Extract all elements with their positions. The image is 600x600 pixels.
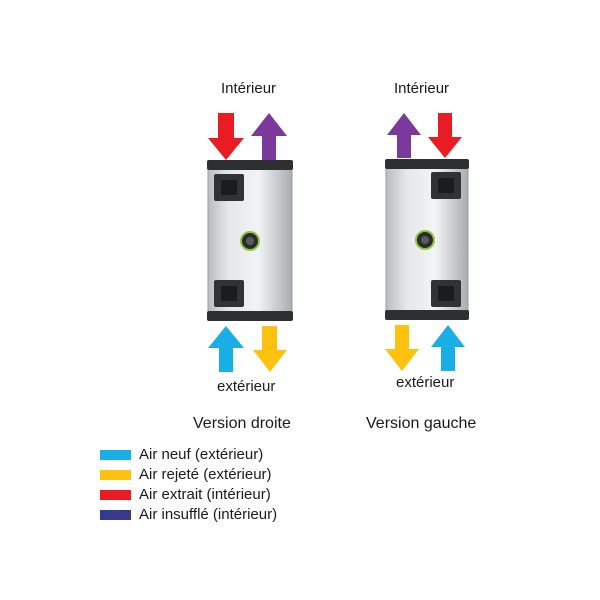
legend-label-air-rejete: Air rejeté (extérieur): [139, 466, 272, 483]
unit-right-center-dot: [421, 236, 429, 244]
unit-right: [385, 113, 469, 371]
arrow-air-neuf-right: [431, 325, 465, 371]
unit-left-top-cap: [207, 160, 293, 170]
unit-right-top-cap: [385, 159, 469, 169]
legend-swatch-air-rejete: [100, 470, 131, 480]
legend-swatch-air-insuffle: [100, 510, 131, 520]
right-bottom-label: extérieur: [396, 374, 455, 391]
left-bottom-label: extérieur: [217, 378, 276, 395]
legend-swatch-air-extrait: [100, 490, 131, 500]
legend-item-air-rejete: Air rejeté (extérieur): [100, 466, 272, 484]
unit-left-center-dot: [246, 237, 254, 245]
arrow-air-extrait-left: [208, 113, 244, 160]
unit-left-top-port-inner: [221, 180, 237, 195]
legend-item-air-neuf: Air neuf (extérieur): [100, 446, 263, 464]
arrow-air-rejete-left: [253, 326, 287, 372]
unit-right-bottom-port-inner: [438, 286, 454, 301]
arrow-air-rejete-right: [385, 325, 419, 371]
legend-label-air-neuf: Air neuf (extérieur): [139, 446, 264, 463]
legend-label-air-extrait: Air extrait (intérieur): [139, 486, 271, 503]
right-top-label: Intérieur: [394, 80, 450, 97]
arrow-air-extrait-right: [428, 113, 462, 158]
unit-left-bottom-port-inner: [221, 286, 237, 301]
unit-right-bottom-cap: [385, 310, 469, 320]
arrow-air-insuffle-left: [251, 113, 287, 160]
legend-item-air-insuffle: Air insufflé (intérieur): [100, 506, 277, 524]
unit-left-bottom-cap: [207, 311, 293, 321]
legend-swatch-air-neuf: [100, 450, 131, 460]
left-caption: Version droite: [193, 415, 291, 432]
unit-right-top-port-inner: [438, 178, 454, 193]
legend-item-air-extrait: Air extrait (intérieur): [100, 486, 271, 504]
right-caption: Version gauche: [366, 415, 477, 432]
left-top-label: Intérieur: [221, 80, 277, 97]
arrow-air-neuf-left: [208, 326, 244, 372]
arrow-air-insuffle-right: [387, 113, 421, 158]
legend-label-air-insuffle: Air insufflé (intérieur): [139, 506, 278, 523]
unit-left: [207, 113, 293, 372]
